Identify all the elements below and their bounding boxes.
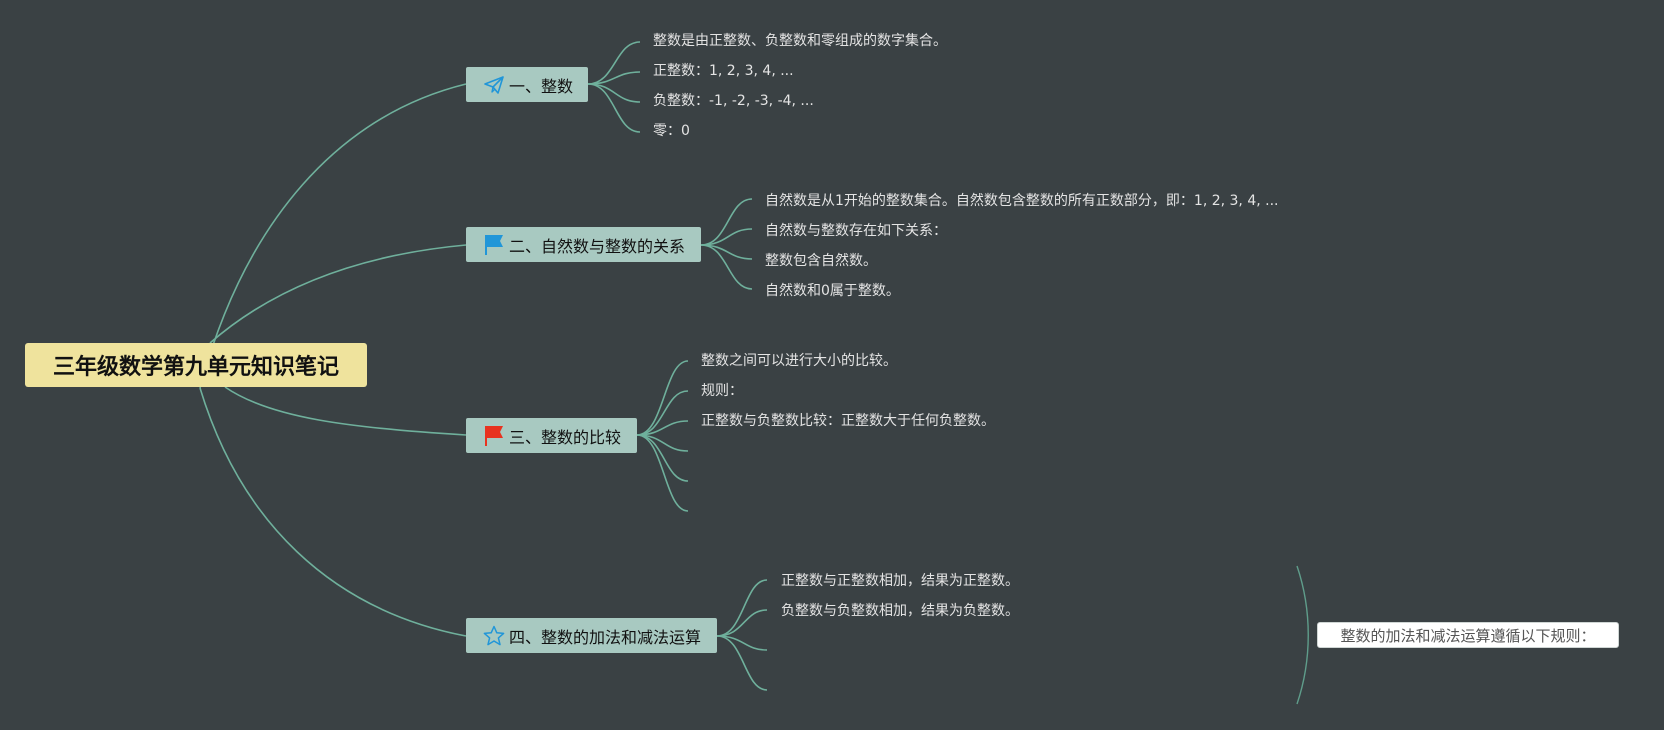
connector-b3-leaf2 xyxy=(636,390,689,436)
leaf-negative-plus-negative[interactable]: 负整数与负整数相加，结果为负整数。 xyxy=(781,603,1019,619)
root-topic[interactable]: 三年级数学第九单元知识笔记 xyxy=(25,343,367,387)
branch-natural-numbers-and-integers[interactable]: 二、自然数与整数的关系 xyxy=(466,227,701,262)
connector-b4-leaf4 xyxy=(716,635,768,691)
leaf-positive-plus-positive[interactable]: 正整数与正整数相加，结果为正整数。 xyxy=(781,573,1019,589)
leaf-negative-integers[interactable]: 负整数：-1, -2, -3, -4, ... xyxy=(653,93,814,109)
connector-b3-leaf6 xyxy=(636,434,689,512)
connector-b1-leaf1 xyxy=(587,41,641,85)
branch-label: 二、自然数与整数的关系 xyxy=(509,236,686,256)
connector-b2-leaf1 xyxy=(700,198,753,246)
connector-b1-leaf3 xyxy=(587,83,641,103)
leaf-naturals-and-zero[interactable]: 自然数和0属于整数。 xyxy=(765,283,900,299)
branch-addition-subtraction[interactable]: 四、整数的加法和减法运算 xyxy=(466,618,717,653)
paper-plane-icon xyxy=(483,74,505,96)
leaf-integers-definition[interactable]: 整数是由正整数、负整数和零组成的数字集合。 xyxy=(653,33,947,49)
summary-topic[interactable]: 整数的加法和减法运算遵循以下规则： xyxy=(1317,622,1619,648)
connector-b3-leaf1 xyxy=(636,360,689,436)
branch-label: 一、整数 xyxy=(509,76,574,96)
connector-b4-leaf1 xyxy=(716,579,768,637)
branch-label: 四、整数的加法和减法运算 xyxy=(509,627,702,647)
connector-b2-leaf2 xyxy=(700,228,753,246)
leaf-zero[interactable]: 零：0 xyxy=(653,123,690,139)
connector-b2-leaf4 xyxy=(700,244,753,290)
connector-root-b2 xyxy=(209,244,467,344)
star-icon xyxy=(483,625,505,647)
branch-label: 三、整数的比较 xyxy=(509,427,622,447)
connector-root-b1 xyxy=(199,83,467,389)
leaf-comparison-intro[interactable]: 整数之间可以进行大小的比较。 xyxy=(701,353,897,369)
leaf-rules[interactable]: 规则： xyxy=(701,383,743,399)
summary-label: 整数的加法和减法运算遵循以下规则： xyxy=(1340,626,1596,645)
root-topic-label: 三年级数学第九单元知识笔记 xyxy=(52,355,339,380)
connector-root-b4 xyxy=(199,387,467,637)
leaf-integers-contain-naturals[interactable]: 整数包含自然数。 xyxy=(765,253,877,269)
leaf-relationship-intro[interactable]: 自然数与整数存在如下关系： xyxy=(765,223,947,239)
leaf-positive-integers[interactable]: 正整数：1, 2, 3, 4, ... xyxy=(653,63,794,79)
connector-b1-leaf4 xyxy=(587,83,641,133)
connector-b4-leaf2 xyxy=(716,609,768,637)
leaf-natural-numbers-definition[interactable]: 自然数是从1开始的整数集合。自然数包含整数的所有正数部分，即：1, 2, 3, … xyxy=(765,193,1279,209)
branch-integer-comparison[interactable]: 三、整数的比较 xyxy=(466,418,637,453)
blue-flag-icon xyxy=(483,234,505,256)
summary-brace xyxy=(1296,565,1309,705)
connector-root-b3 xyxy=(224,386,467,436)
red-flag-icon xyxy=(483,425,505,447)
branch-integers[interactable]: 一、整数 xyxy=(466,67,588,102)
leaf-positive-vs-negative[interactable]: 正整数与负整数比较：正整数大于任何负整数。 xyxy=(701,413,995,429)
